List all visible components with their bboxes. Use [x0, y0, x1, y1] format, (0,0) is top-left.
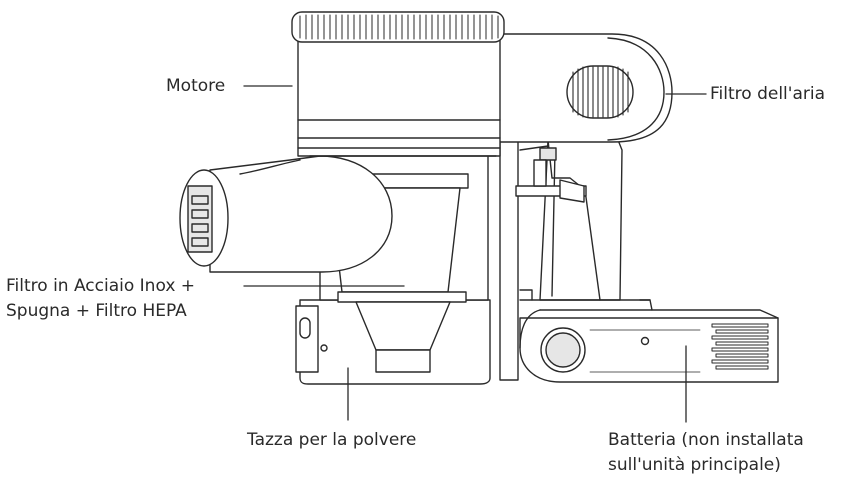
- air-filter: [489, 33, 673, 143]
- battery: [519, 299, 779, 383]
- label-dust-cup: Tazza per la polvere: [247, 430, 417, 450]
- label-motor: Motore: [166, 76, 226, 96]
- label-battery-line1: Batteria (non installata: [608, 430, 804, 450]
- leader-lines: [243, 85, 707, 423]
- label-filter-line2: Spugna + Filtro HEPA: [6, 301, 187, 321]
- handle: [499, 119, 651, 381]
- cyclone-inlet: [179, 155, 393, 273]
- label-filter-line1: Filtro in Acciaio Inox +: [6, 276, 196, 296]
- label-air-filter: Filtro dell'aria: [710, 84, 825, 104]
- label-battery-line2: sull'unità principale): [608, 455, 781, 475]
- motor: [291, 11, 505, 157]
